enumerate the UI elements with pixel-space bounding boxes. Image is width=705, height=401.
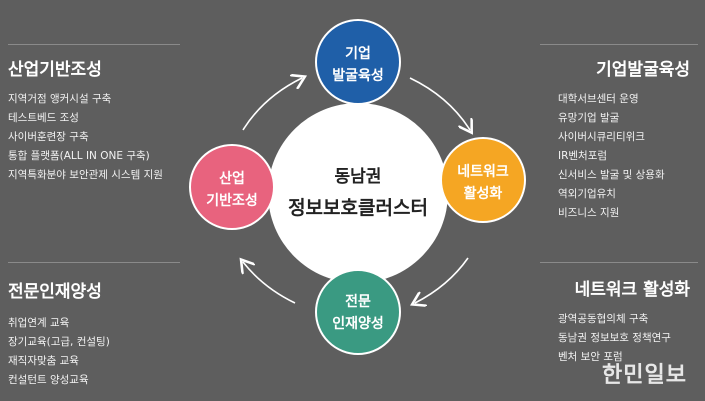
list-item: 대학서브센터 운영 <box>558 93 639 105</box>
arc-arrow-bottom-left <box>243 262 296 304</box>
node-top-line1: 기업 <box>345 46 371 62</box>
list-item: 신서비스 발굴 및 상용화 <box>558 169 665 181</box>
node-left-line2: 기반조성 <box>206 192 258 209</box>
node-left: 산업 기반조성 <box>189 144 275 230</box>
list-item: 통합 플랫폼(ALL IN ONE 구축) <box>8 150 150 162</box>
list-item: 컨설턴트 양성교육 <box>8 374 89 386</box>
node-right-line2: 활성화 <box>464 185 503 202</box>
list-item: 비즈니스 지원 <box>558 207 620 219</box>
list-item: 지역거점 앵커시설 구축 <box>8 93 112 105</box>
list-item: 벤처 보안 포럼 <box>558 351 623 363</box>
node-right: 네트워크 활성화 <box>440 137 526 223</box>
arc-arrow-right-bottom <box>415 257 469 303</box>
node-bottom-line2: 인재양성 <box>332 315 384 332</box>
node-bottom: 전문 인재양성 <box>315 269 401 355</box>
divider <box>8 262 180 263</box>
node-bottom-line1: 전문 <box>345 293 371 310</box>
arc-arrow-left-top <box>242 78 302 131</box>
panel-title: 기업발굴육성 <box>596 60 690 80</box>
divider <box>8 44 180 45</box>
node-top: 기업 발굴육성 <box>315 19 401 105</box>
list-item: 테스트베드 조성 <box>8 112 79 124</box>
panel-title: 네트워크 활성화 <box>574 280 690 300</box>
list-item: IR벤처포럼 <box>558 150 608 162</box>
publisher-watermark: 한민일보 <box>602 363 687 388</box>
list-item: 역외기업유치 <box>558 188 616 200</box>
list-item: 재직자맞춤 교육 <box>8 355 79 367</box>
center-label-line1: 동남권 <box>335 167 382 187</box>
panel-title: 전문인재양성 <box>8 282 102 302</box>
list-item: 사이버시큐리티위크 <box>558 131 645 143</box>
cycle-arrows <box>243 78 470 303</box>
node-right-line1: 네트워크 <box>457 164 509 180</box>
list-item: 광역공동협의체 구축 <box>558 313 649 325</box>
divider <box>540 262 698 263</box>
center-node: 동남권 정보보호클러스터 <box>268 103 448 283</box>
node-left-line1: 산업 <box>219 170 245 187</box>
list-item: 지역특화분야 보안관제 시스템 지원 <box>8 169 163 181</box>
arc-arrow-top-right <box>409 77 470 130</box>
list-item: 동남권 정보보호 정책연구 <box>558 332 671 344</box>
node-top-line2: 발굴육성 <box>332 67 384 84</box>
divider <box>540 44 698 45</box>
list-item: 취업연계 교육 <box>8 317 70 329</box>
panel-title: 산업기반조성 <box>8 60 102 80</box>
list-item: 사이버훈련장 구축 <box>8 131 89 143</box>
list-item: 유망기업 발굴 <box>558 112 620 124</box>
center-label-line2: 정보보호클러스터 <box>288 197 428 219</box>
list-item: 장기교육(고급, 컨설팅) <box>8 336 110 348</box>
